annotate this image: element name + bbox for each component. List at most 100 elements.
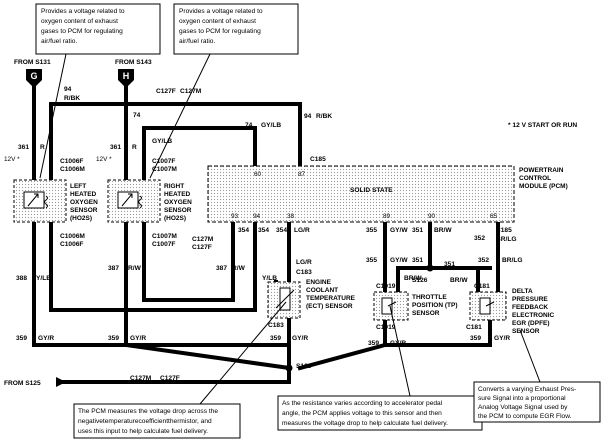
callout-line: The PCM measures the voltage drop across… xyxy=(78,408,218,415)
connector-label: C1006F xyxy=(60,158,83,165)
sensor-label: SENSOR xyxy=(412,310,440,317)
connector-label: C181 xyxy=(474,283,490,290)
callout-line: oxygen content of exhaust xyxy=(179,18,256,25)
connector-label: C185 xyxy=(310,156,326,163)
tp-sensor: THROTTLE POSITION (TP) SENSOR xyxy=(373,291,458,321)
wire-color: GY/R xyxy=(130,335,146,342)
connector-labels: C1006F C1006M C1007F C1007M C1006M C1006… xyxy=(60,88,512,382)
callout-line: sure Signal into a proportional xyxy=(478,395,566,402)
splice-label: S126 xyxy=(412,277,428,284)
sensor-label: DELTA xyxy=(512,288,533,295)
connector-label: C183 xyxy=(268,322,284,329)
sensor-label: OXYGEN xyxy=(70,199,98,206)
pcm-pin: 87 xyxy=(298,171,306,178)
callout-line: Provides a voltage related to xyxy=(41,8,125,15)
wire-color: BR/W xyxy=(434,227,452,234)
connector-label: C181 xyxy=(466,324,482,331)
wire-color: GY/W xyxy=(390,257,408,264)
wire-number: 94 xyxy=(304,113,312,120)
callout-line: air/fuel ratio. xyxy=(179,38,215,45)
pcm-pin: 65 xyxy=(490,213,498,220)
pcm-pin: 38 xyxy=(287,213,295,220)
wire-color: BR/LG xyxy=(496,236,517,243)
wire-number: 355 xyxy=(366,227,377,234)
pcm-pin: 60 xyxy=(254,171,262,178)
pcm-pin: 94 xyxy=(253,213,261,220)
wire-color: GY/W xyxy=(390,227,408,234)
callout-line: oxygen content of exhaust xyxy=(41,18,118,25)
splice-label: S123 xyxy=(296,363,312,370)
callout-line: As the resistance varies according to ac… xyxy=(282,400,443,407)
wire-number: 387 xyxy=(108,265,119,272)
sensor-label: (HO2S) xyxy=(164,215,186,222)
sensor-label: THROTTLE xyxy=(412,294,447,301)
callout-line: the PCM to compute EGR Flow. xyxy=(478,413,572,420)
sensor-label: ELECTRONIC xyxy=(512,312,555,319)
wire-number: 352 xyxy=(474,235,485,242)
wire-color: Y/LB xyxy=(262,275,277,282)
wire-color: R/W xyxy=(128,265,142,272)
sensor-label: ENGINE xyxy=(306,279,332,286)
sensor-label: EGR (DPFE) xyxy=(512,320,550,327)
source-label: FROM S143 xyxy=(115,59,152,66)
wire-number: 354 xyxy=(238,227,249,234)
wire-number: 388 xyxy=(16,275,27,282)
sensor-label: FEEDBACK xyxy=(512,304,548,311)
wire-harness xyxy=(32,86,500,384)
connector-label: C183 xyxy=(296,269,312,276)
callout-line: air/fuel ratio. xyxy=(41,38,77,45)
connector-label: C127F xyxy=(192,244,212,251)
connector-label: C1007F xyxy=(152,158,175,165)
wire-color: GY/R xyxy=(38,335,54,342)
callout-line: Provides a voltage related to xyxy=(179,8,263,15)
wire-color: R/W xyxy=(232,265,246,272)
pcm-pin: 90 xyxy=(428,213,436,220)
callout-line: gases to PCM for regulating xyxy=(179,28,261,35)
callout-ect: The PCM measures the voltage drop across… xyxy=(73,301,287,439)
wire-number: 361 xyxy=(18,144,29,151)
wire-color: LG/R xyxy=(296,259,312,266)
wire-color: R xyxy=(40,144,45,151)
wire-number: 94 xyxy=(64,86,72,93)
wire-number: 359 xyxy=(16,335,27,342)
callout-line: negativetemperaturecoefficientthermistor… xyxy=(78,418,212,425)
source-label: FROM S125 xyxy=(4,380,41,387)
wire-color: BR/W xyxy=(404,275,422,282)
sensor-label: OXYGEN xyxy=(164,199,192,206)
sensor-label: POSITION (TP) xyxy=(412,302,458,309)
connector-label: C1019 xyxy=(376,324,396,331)
voltage-note: 12V * xyxy=(96,156,112,163)
wire-number: 361 xyxy=(110,144,121,151)
sensor-label: SENSOR xyxy=(70,207,98,214)
wire-number: 387 xyxy=(216,265,227,272)
wire-number: 359 xyxy=(108,335,119,342)
pcm-pin: 93 xyxy=(231,213,239,220)
connector-label: C1019 xyxy=(376,283,396,290)
callout-leader xyxy=(199,301,287,405)
source-s125: FROM S125 xyxy=(4,377,66,387)
callout-line: angle, the PCM applies voltage to this s… xyxy=(282,410,442,417)
callout-leader xyxy=(519,329,541,383)
splice-s123 xyxy=(285,364,293,372)
connector-label: C1006M xyxy=(60,166,85,173)
left-o2-sensor: LEFT HEATED OXYGEN SENSOR (HO2S) xyxy=(13,179,98,223)
pcm-name: POWERTRAIN xyxy=(519,167,564,174)
wire-number: 351 xyxy=(412,257,423,264)
connector-label: C127M xyxy=(180,88,202,95)
pcm-name: MODULE (PCM) xyxy=(519,183,568,190)
callout-line: measures the voltage drop to help calcul… xyxy=(282,420,448,427)
callout-leader xyxy=(389,305,411,397)
connector-label: C1006M xyxy=(60,233,85,240)
source-label: FROM S131 xyxy=(14,59,51,66)
pcm-inner-label: SOLID STATE xyxy=(350,187,393,194)
source-letter: H xyxy=(123,71,130,81)
sensor-label: COOLANT xyxy=(306,287,338,294)
connector-label: C127F xyxy=(160,375,180,382)
wire-labels: 94 R/BK 94 R/BK 361 R 12V * 74 GY/LB 74 … xyxy=(4,86,523,347)
sensor-label: SENSOR xyxy=(512,328,540,335)
wire-number: 359 xyxy=(368,340,379,347)
callout-left-o2: Provides a voltage related to oxygen con… xyxy=(35,3,161,179)
source-letter: G xyxy=(30,71,37,81)
callout-line: Converts a varying Exhaust Pres- xyxy=(478,386,576,393)
sensor-label: LEFT xyxy=(70,183,86,190)
